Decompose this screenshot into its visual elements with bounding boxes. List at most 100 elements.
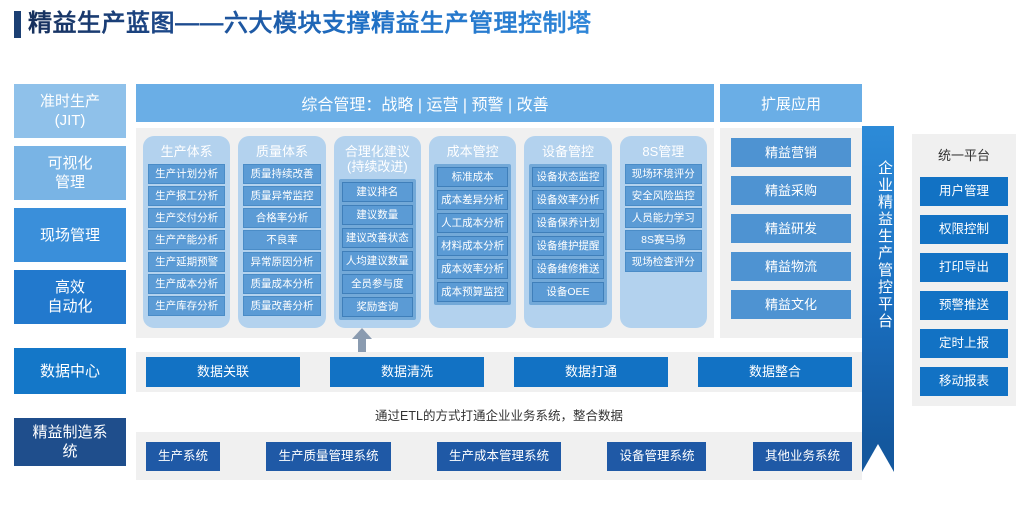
module-item[interactable]: 生产成本分析 [148,274,226,294]
module-item[interactable]: 标准成本 [436,167,509,187]
source-system-item[interactable]: 其他业务系统 [752,441,852,471]
module-title: 生产体系 [160,144,213,159]
module-item[interactable]: 生产产能分析 [148,230,226,250]
sidebar-item-1[interactable]: 可视化 管理 [14,146,126,200]
page-title: 精益生产蓝图——六大模块支撑精益生产管理控制塔 [14,10,592,38]
title-text: 精益生产蓝图——六大模块支撑精益生产管理控制塔 [28,10,592,37]
unified-platform-item[interactable]: 定时上报 [920,329,1008,358]
extend-app-item[interactable]: 精益文化 [731,290,851,319]
module-item[interactable]: 生产库存分析 [148,296,226,316]
unified-platform-item[interactable]: 权限控制 [920,215,1008,244]
data-center-item[interactable]: 数据关联 [146,357,300,387]
extend-apps-panel: 精益营销精益采购精益研发精益物流精益文化 [720,128,862,338]
module-item[interactable]: 人工成本分析 [436,213,509,233]
source-system-item[interactable]: 生产成本管理系统 [436,441,561,471]
module-item[interactable]: 设备维护提醒 [532,236,604,256]
platform-banner-tip-icon [862,444,894,472]
module-item[interactable]: 异常原因分析 [243,252,321,272]
module-title: 质量体系 [255,144,308,159]
integrated-management-bar: 综合管理：战略 | 运营 | 预警 | 改善 [136,84,714,122]
module-item[interactable]: 建议排名 [341,182,413,202]
module-item[interactable]: 全员参与度 [341,274,413,294]
data-center-row: 数据关联数据清洗数据打通数据整合 [136,352,862,392]
module-item[interactable]: 质量改善分析 [243,296,321,316]
module-column-1: 质量体系质量持续改善质量异常监控合格率分析不良率异常原因分析质量成本分析质量改善… [238,136,326,328]
left-sidebar: 准时生产 (JIT) 可视化 管理现场管理高效 自动化数据中心精益制造系 统 [14,84,126,466]
extend-app-item[interactable]: 精益营销 [731,138,851,167]
module-item[interactable]: 设备效率分析 [532,190,604,210]
module-item[interactable]: 奖励查询 [341,297,413,317]
unified-platform-item[interactable]: 用户管理 [920,177,1008,206]
sidebar-item-3[interactable]: 高效 自动化 [14,270,126,324]
unified-platform-panel: 统一平台 用户管理权限控制打印导出预警推送定时上报移动报表 [912,134,1016,406]
sidebar-item-4[interactable]: 数据中心 [14,348,126,394]
module-item[interactable]: 现场检查评分 [624,252,702,272]
unified-platform-item[interactable]: 打印导出 [920,253,1008,282]
module-item-list: 建议排名建议数量建议改善状态人均建议数量全员参与度奖励查询 [338,179,416,320]
data-center-item[interactable]: 数据打通 [514,357,668,387]
module-item-list: 质量持续改善质量异常监控合格率分析不良率异常原因分析质量成本分析质量改善分析 [243,164,321,316]
module-column-0: 生产体系生产计划分析生产报工分析生产交付分析生产产能分析生产延期预警生产成本分析… [143,136,231,328]
extend-app-item[interactable]: 精益采购 [731,176,851,205]
main-content: 综合管理：战略 | 运营 | 预警 | 改善 扩展应用 生产体系生产计划分析生产… [136,84,862,338]
module-item[interactable]: 现场环境评分 [624,164,702,184]
module-item[interactable]: 生产交付分析 [148,208,226,228]
module-item-list: 生产计划分析生产报工分析生产交付分析生产产能分析生产延期预警生产成本分析生产库存… [148,164,226,316]
module-item[interactable]: 设备状态监控 [532,167,604,187]
source-system-item[interactable]: 生产系统 [146,441,221,471]
module-item-list: 设备状态监控设备效率分析设备保养计划设备维护提醒设备维修推送设备OEE [529,164,607,305]
module-item[interactable]: 成本预算监控 [436,282,509,302]
module-item[interactable]: 生产报工分析 [148,186,226,206]
module-item[interactable]: 成本差异分析 [436,190,509,210]
module-item[interactable]: 设备保养计划 [532,213,604,233]
unified-platform-title: 统一平台 [937,148,990,163]
platform-banner: 企业精益生产管控平台 [862,126,894,472]
unified-platform-item[interactable]: 预警推送 [920,291,1008,320]
platform-banner-label: 企业精益生产管控平台 [876,160,893,330]
module-item[interactable]: 合格率分析 [243,208,321,228]
module-item[interactable]: 质量异常监控 [243,186,321,206]
module-item[interactable]: 生产延期预警 [148,252,226,272]
module-item[interactable]: 安全风险监控 [624,186,702,206]
data-center-item[interactable]: 数据清洗 [330,357,484,387]
unified-platform-item[interactable]: 移动报表 [920,367,1008,396]
module-item[interactable]: 建议改善状态 [341,228,413,248]
module-item[interactable]: 设备OEE [532,282,604,302]
sidebar-item-2[interactable]: 现场管理 [14,208,126,262]
module-item[interactable]: 设备维修推送 [532,259,604,279]
modules-panel: 生产体系生产计划分析生产报工分析生产交付分析生产产能分析生产延期预警生产成本分析… [136,128,714,338]
extend-app-item[interactable]: 精益研发 [731,214,851,243]
module-title: 8S管理 [642,144,685,159]
module-column-3: 成本管控标准成本成本差异分析人工成本分析材料成本分析成本效率分析成本预算监控 [428,136,517,328]
module-item[interactable]: 人员能力学习 [624,208,702,228]
module-item[interactable]: 成本效率分析 [436,259,509,279]
title-accent-bar [14,10,21,38]
data-center-item[interactable]: 数据整合 [698,357,852,387]
module-column-2: 合理化建议 (持续改进) 建议排名建议数量建议改善状态人均建议数量全员参与度奖励查… [333,136,421,328]
source-system-item[interactable]: 设备管理系统 [607,441,707,471]
module-item[interactable]: 质量持续改善 [243,164,321,184]
module-item-list: 标准成本成本差异分析人工成本分析材料成本分析成本效率分析成本预算监控 [433,164,512,305]
module-item[interactable]: 不良率 [243,230,321,250]
module-item[interactable]: 生产计划分析 [148,164,226,184]
etl-caption-band: 通过ETL的方式打通企业业务系统，整合数据 [136,398,862,430]
module-title: 合理化建议 (持续改进) [344,144,410,174]
module-item[interactable]: 建议数量 [341,205,413,225]
module-item[interactable]: 材料成本分析 [436,236,509,256]
module-title: 设备管控 [541,144,594,159]
source-systems-row: 生产系统 生产质量管理系统 生产成本管理系统 设备管理系统 其他业务系统 [136,432,862,480]
module-column-4: 设备管控设备状态监控设备效率分析设备保养计划设备维护提醒设备维修推送设备OEE [524,136,612,328]
module-item[interactable]: 质量成本分析 [243,274,321,294]
module-item[interactable]: 8S赛马场 [624,230,702,250]
extend-app-item[interactable]: 精益物流 [731,252,851,281]
middle-row: 生产体系生产计划分析生产报工分析生产交付分析生产产能分析生产延期预警生产成本分析… [136,128,862,338]
source-system-item[interactable]: 生产质量管理系统 [266,441,391,471]
top-bar-row: 综合管理：战略 | 运营 | 预警 | 改善 扩展应用 [136,84,862,122]
etl-caption: 通过ETL的方式打通企业业务系统，整合数据 [375,408,623,423]
module-item[interactable]: 人均建议数量 [341,251,413,271]
sidebar-item-5[interactable]: 精益制造系 统 [14,418,126,466]
module-title: 成本管控 [446,144,499,159]
sidebar-item-0[interactable]: 准时生产 (JIT) [14,84,126,138]
